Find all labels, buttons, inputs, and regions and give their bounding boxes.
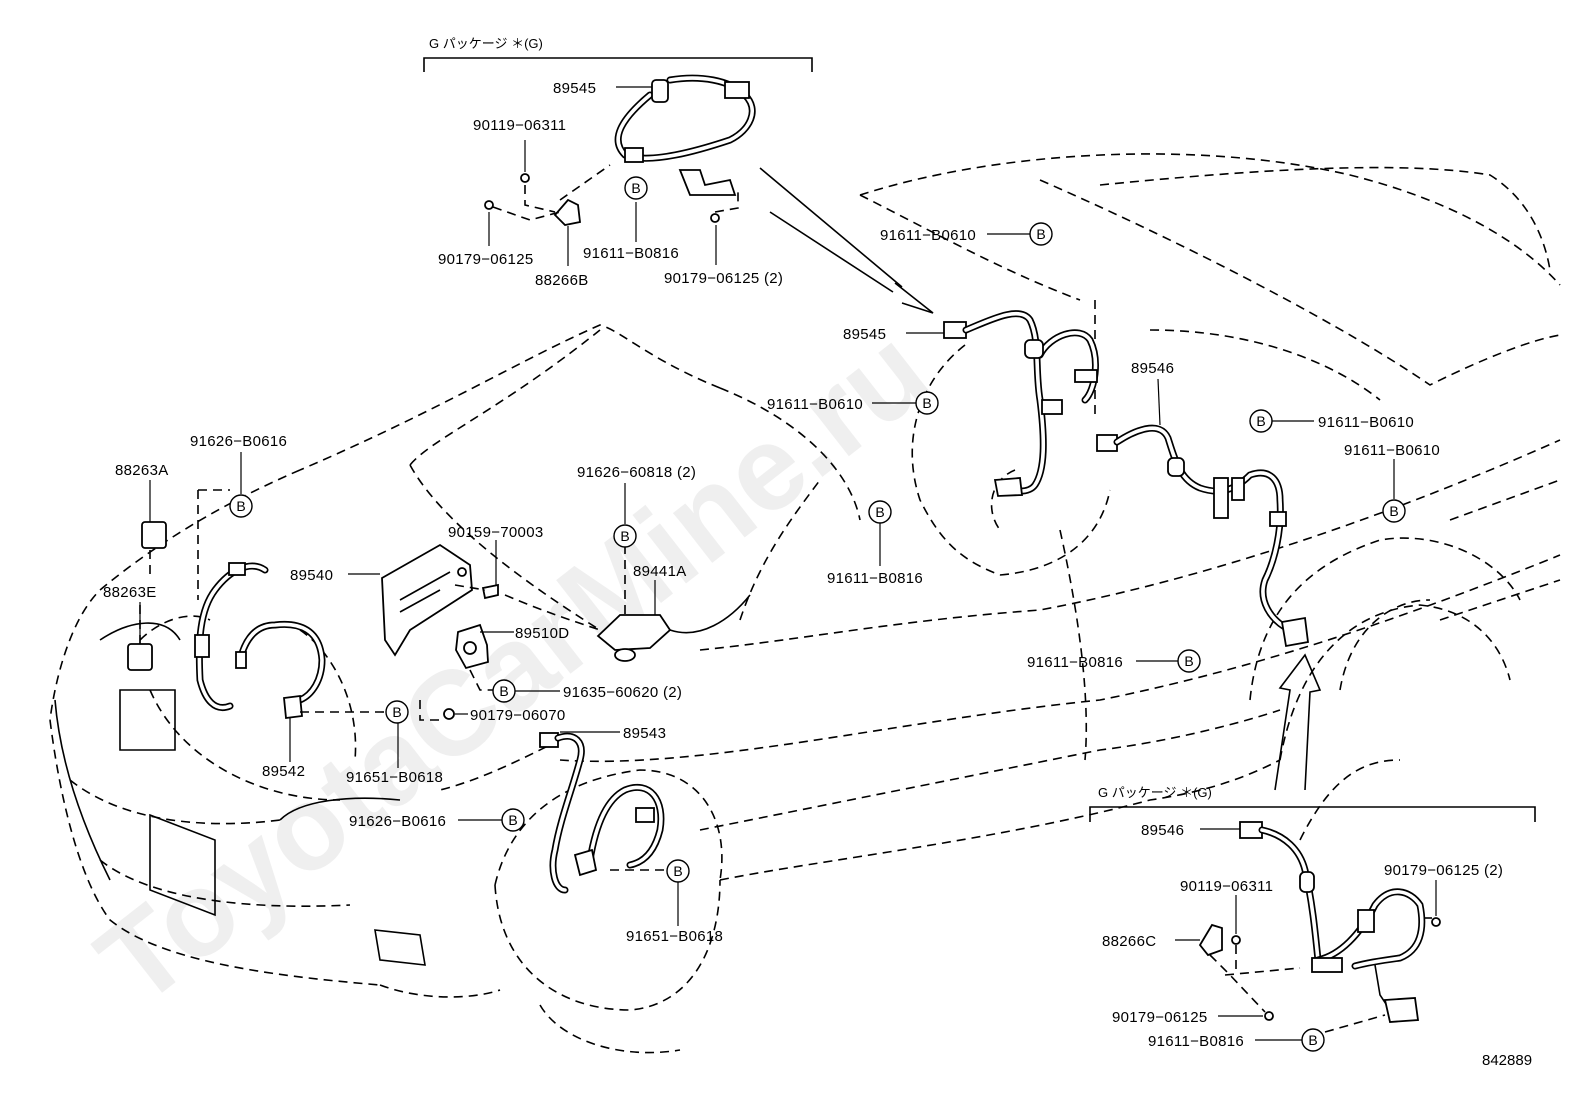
label-88263E: 88263E: [103, 584, 157, 601]
clamp-88266C: [1198, 923, 1223, 957]
label-90179-06070: 90179−06070: [470, 707, 565, 724]
arrow-top-to-front-sensor: [759, 167, 934, 314]
callout-b-10: B: [492, 679, 516, 703]
svg-text:B: B: [631, 180, 640, 196]
svg-text:B: B: [620, 528, 629, 544]
label-89546-mid: 89546: [1131, 360, 1174, 377]
label-90179-06125-br2: 90179−06125: [1112, 1009, 1207, 1026]
ecu-89540: [381, 543, 473, 657]
relay-88263E: [127, 643, 153, 671]
callout-b-3: B: [915, 391, 939, 415]
document-number: 842889: [1482, 1052, 1532, 1069]
nut-90179-06070: [443, 708, 455, 720]
label-89546-br: 89546: [1141, 822, 1184, 839]
callout-b-13: B: [666, 859, 690, 883]
group-label-top: G パッケージ ＊(G): [429, 36, 543, 51]
sensor-89542: [194, 562, 326, 720]
sensor-89545-mid: [943, 310, 1099, 497]
group-label-bottom-right: G パッケージ ＊(G): [1098, 785, 1212, 800]
label-89545-mid: 89545: [843, 326, 886, 343]
car-body-outline: [49, 153, 1561, 1054]
label-91611-B0816-top: 91611−B0816: [583, 245, 679, 262]
svg-text:B: B: [1184, 653, 1193, 669]
clamp-88266B: [553, 198, 581, 226]
label-90179-06125-2-br: 90179−06125 (2): [1384, 862, 1503, 879]
leader-lines: [139, 86, 1437, 1041]
label-90159-70003: 90159−70003: [448, 524, 543, 541]
svg-text:B: B: [392, 704, 401, 720]
callout-b-8: B: [229, 494, 253, 518]
nut-90179-br: [1431, 917, 1441, 927]
label-89545-top: 89545: [553, 80, 596, 97]
relay-88263A: [141, 521, 167, 549]
label-88266C: 88266C: [1102, 933, 1156, 950]
label-90179-06125-top: 90179−06125: [438, 251, 533, 268]
nut-90179-br2: [1264, 1011, 1274, 1021]
svg-text:B: B: [508, 812, 517, 828]
sensor-89510D: [455, 623, 489, 670]
label-89543: 89543: [623, 725, 666, 742]
group-bracket-bottom-right: G パッケージ ＊(G): [1089, 785, 1536, 822]
label-89540: 89540: [290, 567, 333, 584]
label-89542: 89542: [262, 763, 305, 780]
label-90179-06125-2-top: 90179−06125 (2): [664, 270, 783, 287]
label-91626-B0616-b: 91626−B0616: [349, 813, 446, 830]
sensor-89546-br: [1239, 821, 1426, 1023]
bolt-90119-br: [1231, 935, 1241, 945]
svg-text:B: B: [236, 498, 245, 514]
nut-90179-top2: [710, 213, 720, 223]
label-91611-B0610-a: 91611−B0610: [880, 227, 976, 244]
svg-text:B: B: [499, 683, 508, 699]
svg-text:B: B: [922, 395, 931, 411]
label-89510D: 89510D: [515, 625, 569, 642]
callout-b-14: B: [1301, 1028, 1325, 1052]
svg-text:B: B: [673, 863, 682, 879]
bolt-callouts: B B B B B B B B B B B B B B: [229, 176, 1406, 1052]
sensor-89546-mid: [1096, 424, 1309, 648]
sensor-89441A: [596, 594, 751, 662]
label-90119-06311-br: 90119−06311: [1180, 878, 1273, 895]
label-91611-B0816-br: 91611−B0816: [1148, 1033, 1244, 1050]
bolt-90159-70003: [481, 583, 499, 600]
part-number-labels: 89545 90119−06311 90179−06125 88266B 916…: [103, 80, 1503, 1050]
svg-text:B: B: [875, 504, 884, 520]
svg-text:B: B: [1389, 503, 1398, 519]
label-91611-B0610-d: 91611−B0610: [1344, 442, 1440, 459]
front-bumper: [54, 622, 426, 966]
callout-b-6: B: [868, 500, 892, 524]
svg-text:B: B: [1308, 1032, 1317, 1048]
callout-b-2: B: [1029, 222, 1053, 246]
label-91626-B0616-a: 91626−B0616: [190, 433, 287, 450]
label-91611-B0610-b: 91611−B0610: [767, 396, 863, 413]
arrow-bottom-to-rear-sensor: [1274, 653, 1322, 791]
label-88266B: 88266B: [535, 272, 589, 289]
callout-b-11: B: [385, 700, 409, 724]
group-bracket-top: G パッケージ ＊(G): [423, 36, 813, 72]
callout-b-12: B: [501, 808, 525, 832]
callout-b-5: B: [1382, 499, 1406, 523]
label-91651-B0618-b: 91651−B0618: [626, 928, 723, 945]
label-91611-B0610-c: 91611−B0610: [1318, 414, 1414, 431]
label-91635-60620-2: 91635−60620 (2): [563, 684, 682, 701]
nut-90179-top: [484, 200, 494, 210]
label-91611-B0816-mid: 91611−B0816: [827, 570, 923, 587]
label-91611-B0816-rear: 91611−B0816: [1027, 654, 1123, 671]
callout-b-9: B: [613, 524, 637, 548]
bolt-90119-top: [520, 173, 530, 183]
sensor-89543: [539, 732, 665, 894]
label-88263A: 88263A: [115, 462, 169, 479]
label-91626-60818-2: 91626−60818 (2): [577, 464, 696, 481]
svg-text:B: B: [1256, 413, 1265, 429]
label-89441A: 89441A: [633, 563, 687, 580]
callout-b-7: B: [1177, 649, 1201, 673]
sensor-89545-top: [614, 74, 756, 196]
label-91651-B0618-a: 91651−B0618: [346, 769, 443, 786]
callout-b-1: B: [624, 176, 648, 200]
label-90119-06311-top: 90119−06311: [473, 117, 566, 134]
callout-b-4: B: [1249, 409, 1273, 433]
svg-text:B: B: [1036, 226, 1045, 242]
